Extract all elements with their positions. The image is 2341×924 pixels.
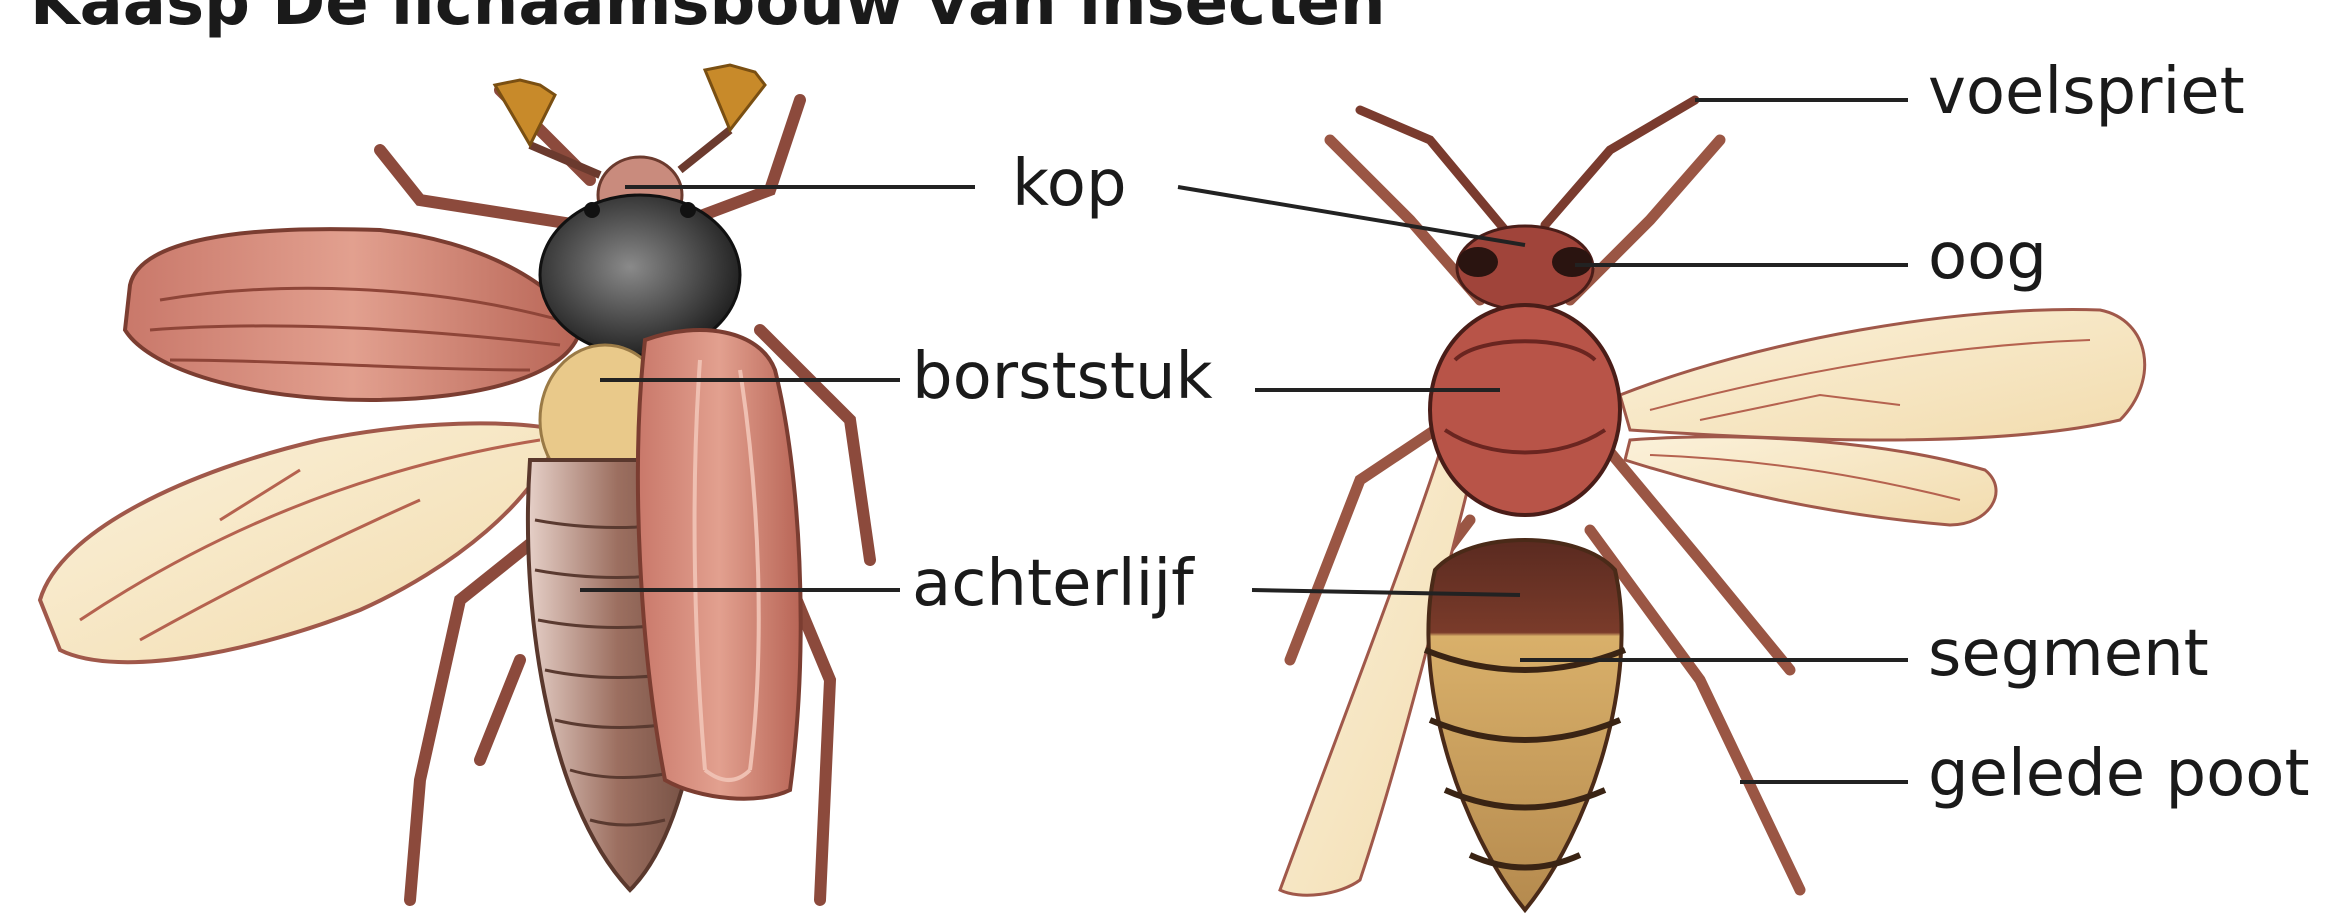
hornet-hindwing-right — [1625, 437, 1996, 525]
beetle-illustration — [40, 65, 870, 900]
label-kop: kop — [1012, 152, 1127, 216]
label-oog: oog — [1928, 225, 2047, 289]
hornet-eye-left — [1458, 247, 1498, 277]
hornet-eye-right — [1552, 247, 1592, 277]
label-segment: segment — [1928, 622, 2209, 686]
label-achterlijf: achterlijf — [912, 552, 1194, 616]
label-gelede-poot: gelede poot — [1928, 742, 2310, 806]
hornet-forewing-right — [1620, 310, 2145, 440]
label-voelspriet: voelspriet — [1928, 60, 2245, 124]
beetle-wing-left — [40, 423, 560, 662]
beetle-elytron-left — [125, 229, 580, 400]
hornet-antennae — [1360, 100, 1695, 230]
label-borststuk: borststuk — [912, 345, 1213, 409]
hornet-thorax — [1430, 305, 1620, 515]
beetle-elytron-right — [638, 330, 801, 799]
